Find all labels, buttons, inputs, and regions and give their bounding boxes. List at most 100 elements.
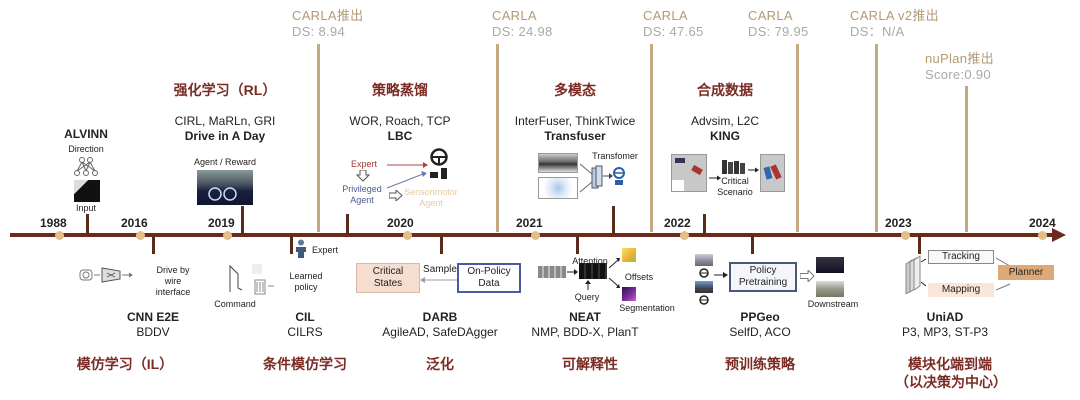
year-dot-2023	[901, 230, 910, 240]
wire-line: wire	[164, 276, 182, 286]
downstream-image-1	[816, 257, 844, 273]
transformer-fusion-icon	[579, 163, 625, 193]
scenario-before-image	[671, 154, 707, 192]
sample-arrow-label: Sample	[423, 264, 457, 275]
tick-up-synthetic	[703, 214, 706, 234]
benchmark-score: DS: 8.94	[292, 24, 345, 39]
tick-down-cil	[290, 236, 293, 254]
planner-connector-icon	[996, 257, 1011, 291]
benchmark-line-carla-launch	[317, 44, 320, 232]
darb-key-method: DARB	[422, 310, 458, 324]
category-decision-centric: （以决策为中心）	[895, 374, 1007, 390]
category-modular-e2e: 模块化端到端	[908, 356, 992, 372]
rotation-icon	[699, 268, 709, 278]
category-generalization: 泛化	[426, 356, 454, 372]
benchmark-score: DS: 24.98	[492, 24, 553, 39]
alvinn-input-label: Input	[75, 203, 97, 213]
year-dot-2021	[531, 230, 540, 240]
category-imitation-learning: 模仿学习（IL）	[76, 356, 174, 372]
sensorimotor-line1: Sensorimotor	[404, 187, 458, 197]
ppgeo-methods: SelfD, ACO	[729, 325, 791, 339]
benchmark-label-carla-v2: CARLA v2推出 DS：N/A	[850, 8, 939, 40]
output-arrows-icon	[608, 258, 620, 288]
benchmark-line-carla-3	[650, 44, 653, 232]
transformer-label: Transfomer	[592, 151, 638, 161]
year-dot-2016	[136, 230, 145, 240]
critical-line: Critical	[721, 176, 749, 186]
year-label-2016: 2016	[121, 216, 148, 230]
downstream-image-2	[816, 281, 844, 297]
data-line: Data	[478, 278, 500, 289]
neat-key-method: NEAT	[569, 310, 601, 324]
attention-label: Attention	[572, 256, 608, 266]
uniad-methods: P3, MP3, ST-P3	[901, 325, 989, 339]
learned-line: Learned	[289, 271, 323, 281]
benchmark-label-carla-4: CARLA DS: 79.95	[748, 8, 809, 40]
tick-down-darb	[440, 236, 443, 254]
cnn-pipeline-icon	[79, 267, 133, 283]
privileged-line1: Privileged	[342, 184, 382, 194]
year-label-2020: 2020	[387, 216, 414, 230]
tick-up-alvinn	[86, 214, 89, 234]
neural-net-icon	[74, 157, 98, 176]
drive-by-line: Drive by	[156, 265, 190, 275]
benchmark-line-carla-2	[496, 44, 499, 232]
right-arrow-icon	[389, 190, 403, 201]
benchmark-title: CARLA推出	[292, 8, 364, 23]
benchmark-title: CARLA	[492, 8, 537, 23]
ppgeo-image-2	[695, 281, 713, 293]
benchmark-title: CARLA v2推出	[850, 8, 939, 23]
neat-input-grid	[538, 266, 566, 278]
distill-key-method: LBC	[387, 129, 413, 143]
sensorimotor-line2: Agent	[419, 198, 443, 208]
rotation-icon	[699, 295, 709, 305]
cil-methods: CILRS	[287, 325, 323, 339]
distill-methods: WOR, Roach, TCP	[349, 114, 451, 128]
privileged-line2: Agent	[350, 195, 374, 205]
method-alvinn: ALVINN	[64, 127, 108, 141]
feature-stack-icon	[905, 255, 927, 294]
hollow-arrow-icon	[800, 270, 815, 282]
tick-up-distill	[346, 214, 349, 234]
scenario-after-image	[760, 154, 785, 192]
rl-key-method: Drive in A Day	[184, 129, 266, 143]
steering-wheel-icon	[430, 148, 448, 179]
offsets-image	[622, 248, 636, 262]
policy-line: policy	[294, 282, 318, 292]
tick-down-cnn	[152, 236, 155, 254]
year-label-2023: 2023	[885, 216, 912, 230]
mapping-box: Mapping	[928, 283, 994, 297]
benchmark-label-carla-3: CARLA DS: 47.65	[643, 8, 704, 40]
year-dot-2019	[223, 230, 232, 240]
year-label-2022: 2022	[664, 216, 691, 230]
neat-arrow-icon	[567, 269, 578, 275]
offsets-label: Offsets	[624, 272, 654, 282]
benchmark-line-nuplan	[965, 86, 968, 232]
downstream-label: Downstream	[807, 299, 859, 309]
command-diagram-icon	[229, 264, 274, 295]
benchmark-line-carla-v2	[875, 44, 878, 232]
category-distillation: 策略蒸馏	[372, 82, 428, 98]
neat-methods: NMP, BDD-X, PlanT	[531, 325, 639, 339]
segmentation-image	[622, 287, 636, 301]
down-arrow-icon	[356, 170, 370, 182]
darb-methods: AgileAD, SafeDAgger	[382, 325, 498, 339]
camera-image	[538, 153, 578, 173]
year-dot-2024	[1038, 230, 1047, 240]
building-block	[672, 180, 684, 191]
year-label-2019: 2019	[208, 216, 235, 230]
interface-line: interface	[155, 287, 191, 297]
cnn-key-method: CNN E2E	[126, 310, 179, 324]
category-synthetic-data: 合成数据	[697, 82, 753, 98]
car-icon	[691, 164, 703, 176]
cil-key-method: CIL	[295, 310, 315, 324]
expert-arrow-icon	[386, 162, 428, 189]
multimodal-key-method: Transfuser	[544, 129, 606, 143]
category-interpretability: 可解释性	[562, 356, 618, 372]
